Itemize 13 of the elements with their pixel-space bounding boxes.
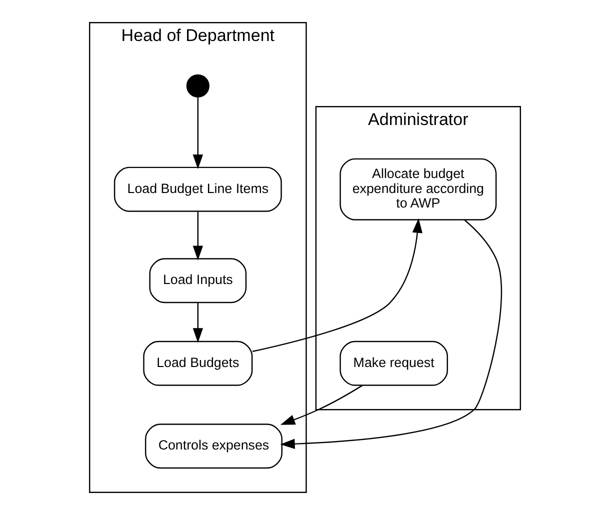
- arrow: [280, 220, 502, 450]
- node-box: Load Inputs: [148, 258, 246, 304]
- node-box: Controls expenses: [144, 424, 282, 469]
- node-box: Load Budget Line Items: [113, 166, 282, 212]
- node-circle: [186, 74, 209, 98]
- arrow: [192, 97, 203, 170]
- node-box: Load Budgets: [142, 340, 252, 386]
- arrow: [192, 212, 203, 260]
- node-box: Make request: [339, 340, 448, 386]
- arrow: [252, 218, 422, 352]
- node-box: Allocate budget expenditure according to AWP: [339, 158, 496, 220]
- arrow: [192, 302, 203, 343]
- arrow: [280, 384, 362, 425]
